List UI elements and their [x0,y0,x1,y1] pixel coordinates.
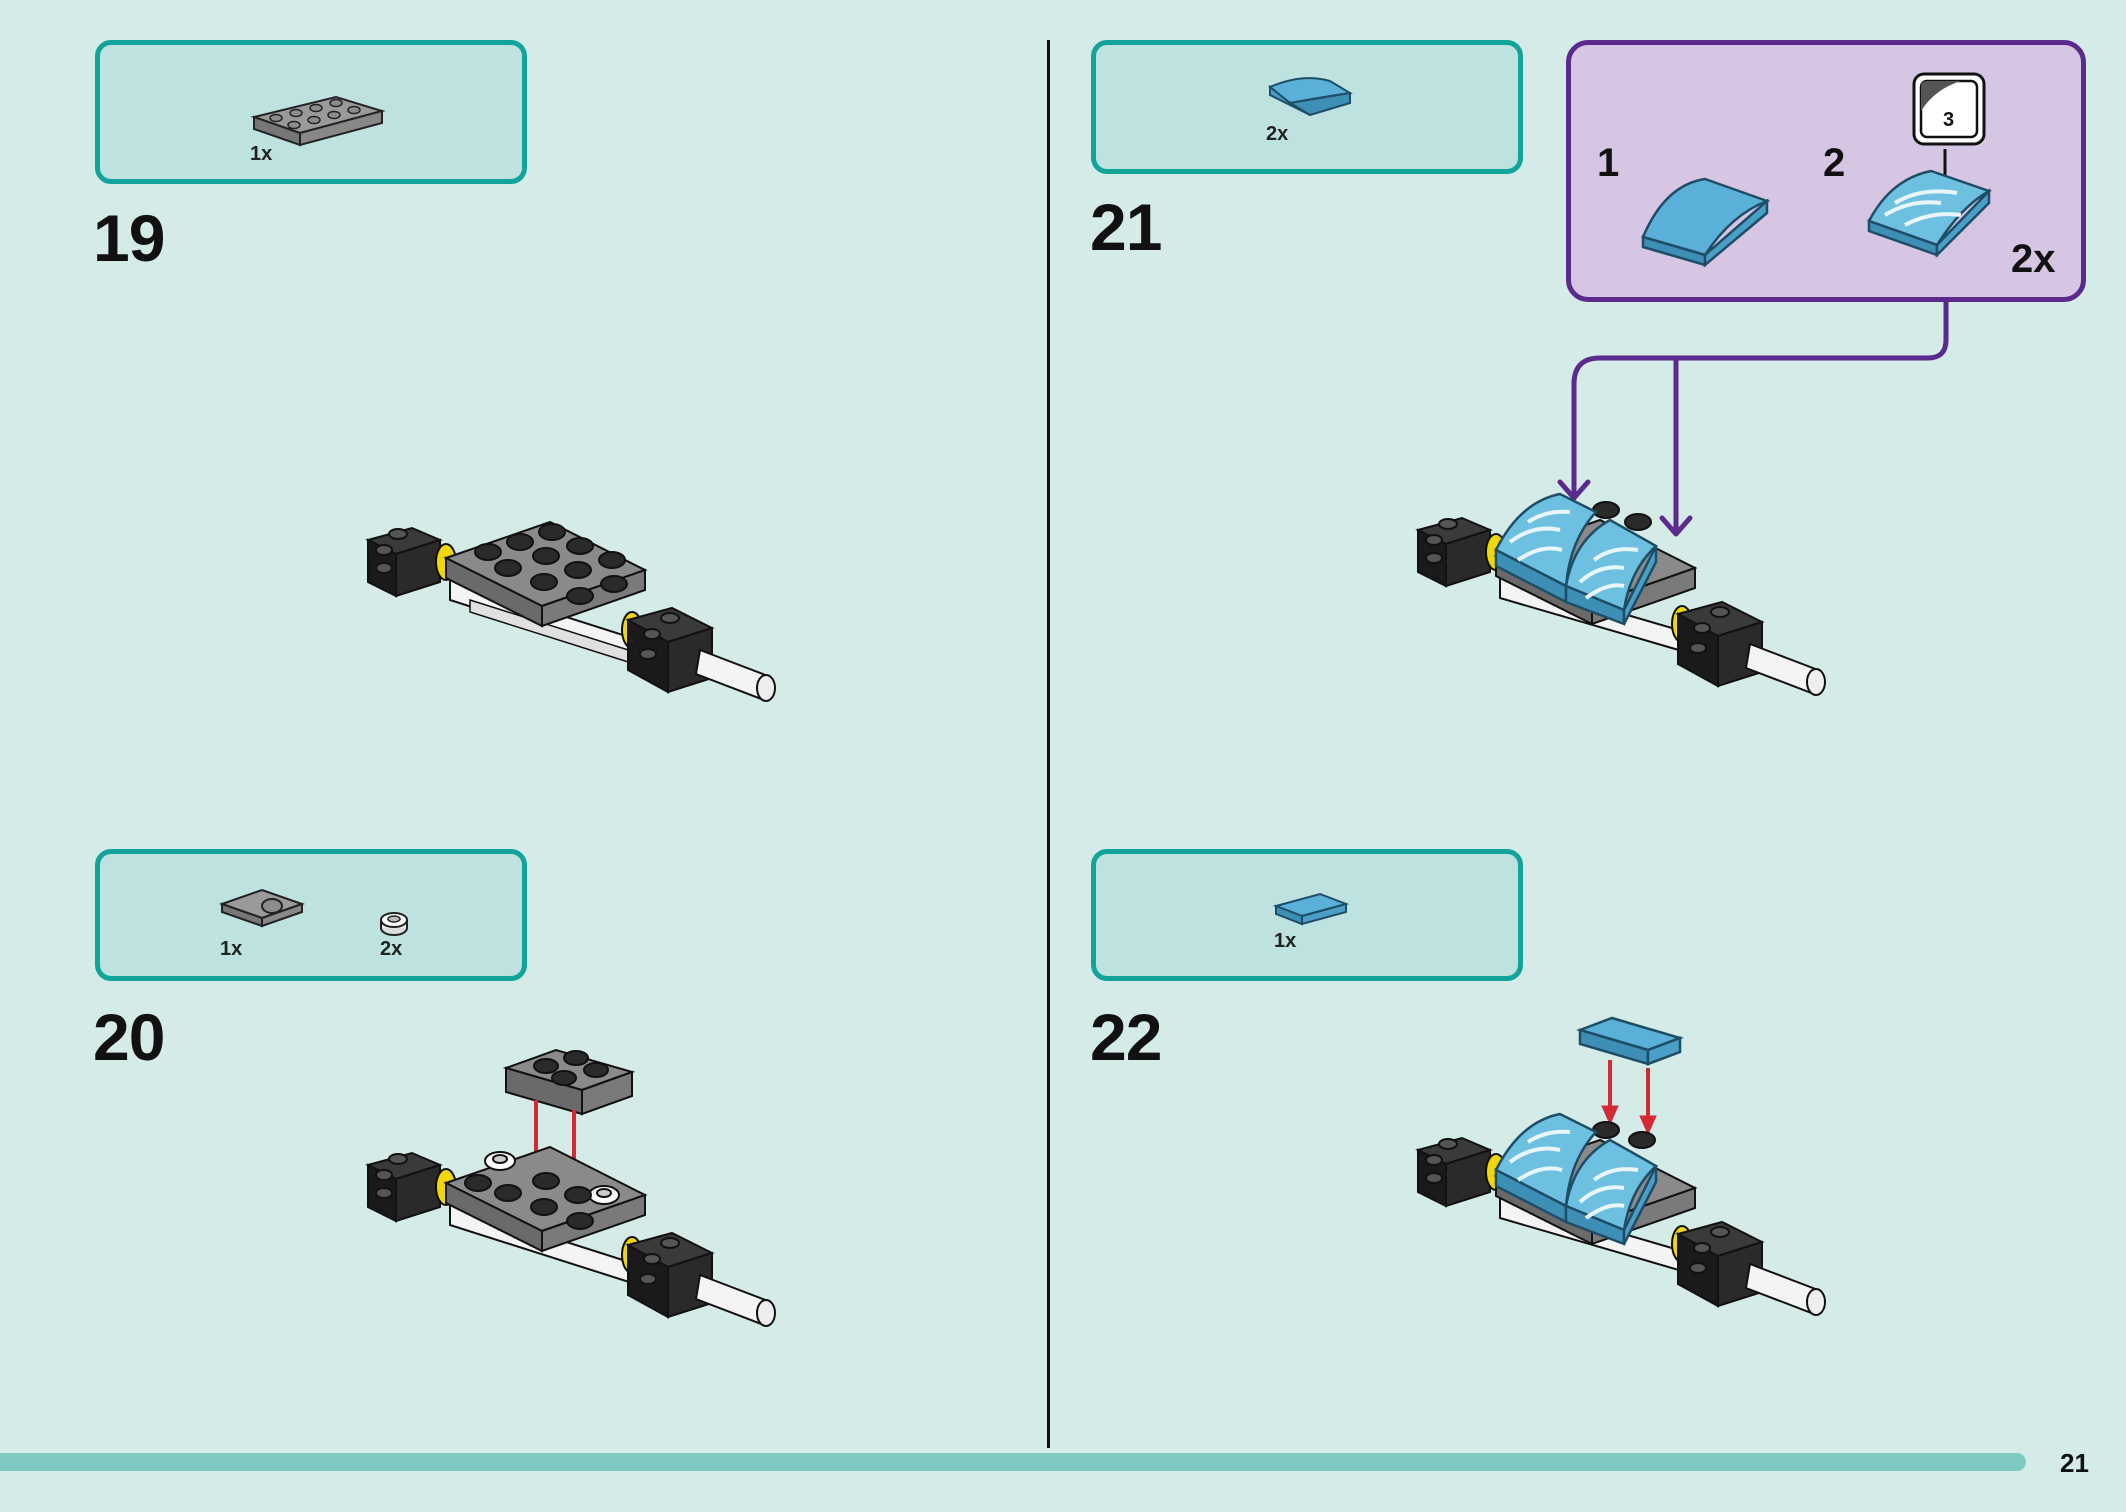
step-number: 19 [93,201,165,275]
part-quantity: 2x [380,938,403,960]
purple-connector-arrows [1557,300,1949,537]
blue-tile-icon [1272,892,1350,926]
blue-curved-slope-with-sticker-icon [1867,149,1993,259]
part-quantity: 1x [1274,930,1297,952]
parts-box-step-20: 1x 2x [95,849,527,981]
sticker-number: 3 [1943,109,1955,131]
page-number: 21 [2060,1448,2089,1478]
parts-box-step-22: 1x [1091,849,1523,981]
page-divider [1047,40,1050,1448]
part-quantity: 1x [250,143,273,165]
white-round-stud-icon [380,912,408,936]
step-number: 21 [1090,190,1162,264]
footer-bar [0,1453,2026,1471]
parts-box-step-21: 2x [1091,40,1523,174]
build-model-step-19 [365,520,776,702]
substep-number: 2 [1823,141,1846,185]
step-number: 22 [1090,1000,1162,1074]
part-quantity: 1x [220,938,243,960]
gray-plate-2x4-icon [250,95,386,147]
part-quantity: 2x [1266,123,1289,145]
blue-curved-slope-icon [1641,177,1771,268]
build-model-step-22 [1415,1016,1826,1316]
substep-number: 1 [1597,141,1620,185]
build-model-step-20 [365,1048,776,1327]
parts-box-step-19: 1x [95,40,527,184]
blue-curved-slope-icon [1268,77,1353,117]
step-number: 20 [93,1000,165,1074]
gray-jumper-plate-icon [218,888,306,928]
substep-quantity: 2x [2011,237,2056,281]
sticker-sheet-icon [1912,72,1986,146]
build-model-step-21 [1415,492,1826,696]
substep-box-step-21: 1 2 3 2x [1566,40,2086,302]
